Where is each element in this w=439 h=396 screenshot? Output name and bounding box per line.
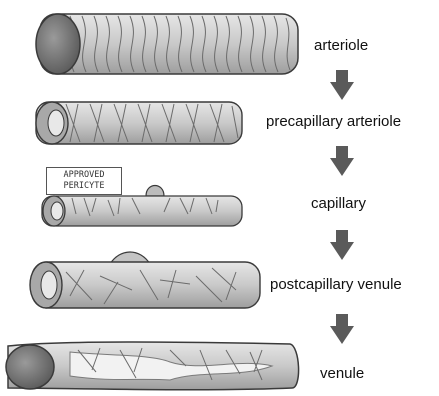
arteriole-vessel: [36, 14, 298, 74]
postcapillary-venule-vessel: [30, 252, 260, 308]
approved-pericyte-stamp: APPROVED PERICYTE: [46, 167, 122, 195]
venule-vessel: [6, 342, 299, 390]
arrow-4: [330, 314, 354, 344]
arrow-2: [330, 146, 354, 176]
pericyte-bump: [146, 186, 164, 197]
arrow-1: [330, 70, 354, 100]
label-venule: venule: [320, 365, 364, 382]
label-arteriole: arteriole: [314, 37, 368, 54]
label-precapillary-arteriole: precapillary arteriole: [266, 113, 401, 130]
stamp-line-1: APPROVED: [47, 170, 121, 181]
precapillary-arteriole-vessel: [36, 102, 242, 144]
label-capillary: capillary: [311, 195, 366, 212]
arrow-3: [330, 230, 354, 260]
stamp-line-2: PERICYTE: [47, 181, 121, 192]
label-postcapillary-venule: postcapillary venule: [270, 276, 402, 293]
